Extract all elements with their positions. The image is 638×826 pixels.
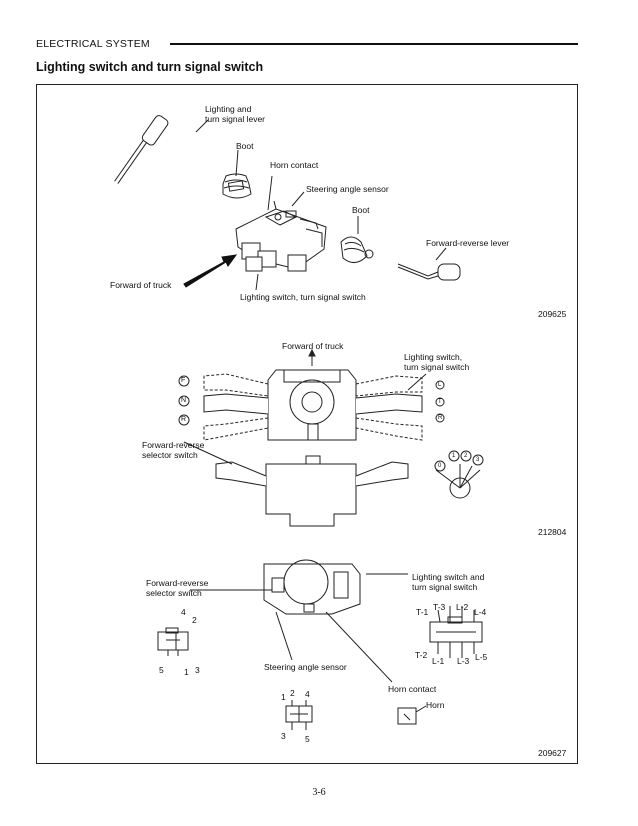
page-title: Lighting switch and turn signal switch [36, 60, 264, 74]
pin-T-2: T-2 [415, 650, 428, 660]
label-forward-of-truck-2: Forward of truck [282, 341, 344, 351]
position-R-right: R [438, 415, 443, 421]
exploded-view-drawing [114, 115, 461, 291]
pin-left-1: 1 [184, 667, 189, 677]
label-switch-assembly: Lighting switch, turn signal switch [240, 292, 366, 302]
pin-bottom-3: 3 [281, 731, 286, 741]
pin-L-4: L-4 [474, 607, 487, 617]
label-boot-1: Boot [236, 141, 254, 151]
pin-bottom-2: 2 [290, 688, 295, 698]
dial-2: 2 [464, 453, 468, 459]
label-steering-angle-sensor: Steering angle sensor [306, 184, 389, 194]
header-rule [170, 43, 578, 45]
label-boot-2: Boot [352, 205, 370, 215]
pin-T-3: T-3 [433, 602, 446, 612]
top-view-drawing [178, 348, 484, 527]
pin-left-3: 3 [195, 665, 200, 675]
position-F: F [181, 377, 186, 384]
position-T: T [438, 399, 442, 405]
figure-drawings [114, 115, 484, 730]
label-selector-switch-2: Forward-reverse selector switch [142, 440, 205, 460]
label-lighting-switch-2: Lighting switch, turn signal switch [404, 352, 470, 372]
label-lighting-lever: Lighting and turn signal lever [205, 104, 266, 124]
figure-number-1: 209625 [538, 309, 567, 319]
pin-bottom-1: 1 [281, 692, 286, 702]
label-horn-contact-3: Horn contact [388, 684, 437, 694]
pin-L-1: L-1 [432, 656, 445, 666]
pin-bottom-5: 5 [305, 734, 310, 744]
dial-3: 3 [476, 457, 480, 463]
label-selector-switch-3: Forward-reverse selector switch [146, 578, 209, 598]
figure-number-3: 209627 [538, 748, 567, 758]
page-number: 3-6 [312, 787, 326, 798]
pin-bottom-4: 4 [305, 689, 310, 699]
position-L: L [438, 382, 442, 388]
dial-0: 0 [438, 463, 442, 469]
pin-left-2: 2 [192, 615, 197, 625]
dial-1: 1 [452, 453, 456, 459]
pin-left-4: 4 [181, 607, 186, 617]
pin-L-5: L-5 [475, 652, 488, 662]
label-horn-contact: Horn contact [270, 160, 319, 170]
section-header: ELECTRICAL SYSTEM [36, 38, 150, 50]
pin-L-3: L-3 [457, 656, 470, 666]
position-N: N [181, 397, 187, 404]
figure-frame [36, 84, 578, 764]
label-lighting-switch-3: Lighting switch and turn signal switch [412, 572, 485, 592]
label-forward-of-truck: Forward of truck [110, 280, 172, 290]
pin-T-1: T-1 [416, 607, 429, 617]
pin-left-5: 5 [159, 665, 164, 675]
label-horn: Horn [426, 700, 445, 710]
pin-L-2: L-2 [456, 602, 469, 612]
label-forward-reverse-lever: Forward-reverse lever [426, 238, 510, 248]
position-R: R [181, 416, 187, 423]
label-steering-angle-sensor-3: Steering angle sensor [264, 662, 347, 672]
figure-number-2: 212804 [538, 527, 567, 537]
rear-view-drawing [157, 559, 483, 730]
